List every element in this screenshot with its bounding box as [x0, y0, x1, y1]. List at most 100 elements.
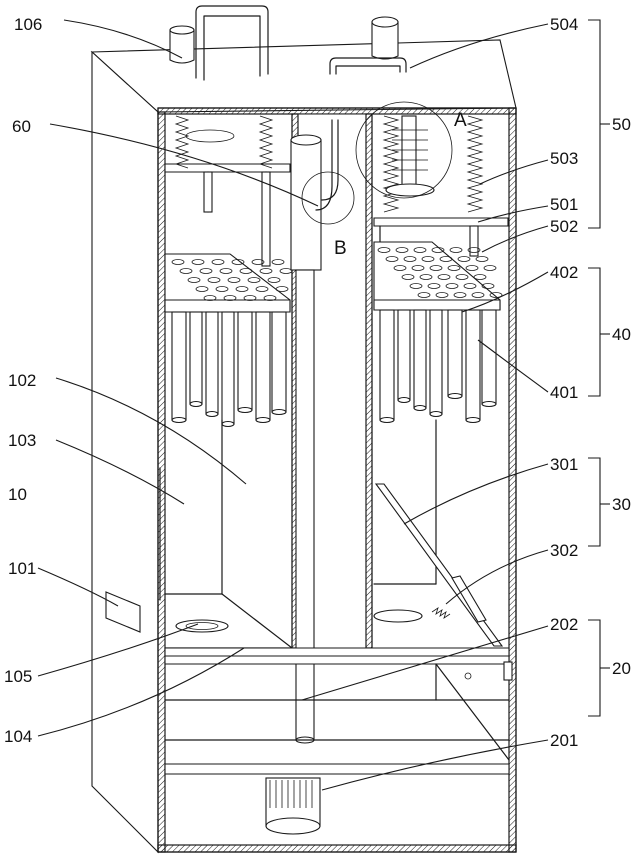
label-101: 101 — [8, 559, 36, 578]
housing-front-right-wall — [508, 107, 517, 853]
plate-hole — [427, 283, 441, 289]
filter-tube-end — [429, 410, 443, 418]
right-filter-tubes-401 — [379, 309, 497, 424]
plate-hole — [255, 286, 269, 292]
plate-hole — [259, 268, 273, 274]
left-springs — [174, 115, 274, 169]
plate-hole — [219, 268, 233, 274]
filter-tube-end — [397, 396, 411, 404]
plate-hole — [401, 274, 415, 280]
plate-hole — [395, 247, 409, 253]
plate-hole — [475, 256, 489, 262]
plate-hole — [449, 247, 463, 253]
plate-hole — [271, 259, 285, 265]
detail-circle-B — [301, 171, 355, 225]
plate-hole — [445, 283, 459, 289]
right-spring-plate-501 — [373, 217, 509, 257]
housing-front-left-wall — [157, 111, 166, 853]
filter-tube — [237, 311, 253, 411]
plate-hole — [453, 292, 467, 298]
filter-tube — [271, 311, 287, 413]
label-401: 401 — [550, 383, 578, 402]
plate-hole — [429, 265, 443, 271]
label-B: B — [334, 238, 347, 259]
filter-tube-end — [237, 406, 253, 414]
label-201: 201 — [550, 731, 578, 750]
filter-tube — [481, 309, 497, 405]
reference-labels: 106 504 60 A 50 503 501 B 502 402 40 401… — [4, 15, 631, 750]
plate-hole — [179, 268, 193, 274]
filter-tube — [221, 311, 235, 425]
plate-hole — [263, 295, 277, 301]
label-60: 60 — [12, 117, 31, 136]
filter-tube-end — [189, 400, 203, 408]
label-502: 502 — [550, 217, 578, 236]
label-501: 501 — [550, 195, 578, 214]
plate-hole — [211, 259, 225, 265]
plate-hole — [471, 292, 485, 298]
filter-tube-end — [413, 404, 427, 412]
drain-hole-105 — [175, 619, 229, 633]
filter-tube — [413, 309, 427, 409]
filter-tube — [397, 309, 411, 401]
label-40: 40 — [612, 325, 631, 344]
left-chamber-wall — [164, 419, 293, 649]
plate-hole — [195, 286, 209, 292]
plate-hole — [251, 259, 265, 265]
outlet-pipe-504 — [329, 16, 407, 75]
filter-tube — [379, 309, 395, 421]
plate-hole — [235, 286, 249, 292]
filter-tube-end — [205, 410, 219, 418]
left-filter-tubes — [171, 311, 287, 428]
filter-tube-end — [481, 400, 497, 408]
label-503: 503 — [550, 149, 578, 168]
plate-hole — [279, 268, 293, 274]
plate-hole — [463, 283, 477, 289]
filter-tube — [429, 309, 443, 415]
filter-tube-end — [379, 416, 395, 424]
label-504: 504 — [550, 15, 578, 34]
pump-201 — [265, 777, 321, 835]
plate-hole — [455, 274, 469, 280]
label-105: 105 — [4, 667, 32, 686]
label-30: 30 — [612, 495, 631, 514]
plate-hole — [223, 295, 237, 301]
plate-hole — [447, 265, 461, 271]
central-pipe-202 — [290, 119, 339, 744]
label-103: 103 — [8, 431, 36, 450]
label-106: 106 — [14, 15, 42, 34]
plate-hole — [489, 292, 503, 298]
plate-hole — [483, 265, 497, 271]
plate-hole — [275, 286, 289, 292]
housing-10 — [90, 39, 517, 854]
filter-tube — [255, 311, 271, 421]
plate-hole — [481, 283, 495, 289]
label-50: 50 — [612, 115, 631, 134]
plate-hole — [215, 286, 229, 292]
plate-hole — [203, 295, 217, 301]
lower-chamber-20 — [164, 647, 513, 775]
left-filter-plate — [164, 253, 293, 313]
label-302: 302 — [550, 541, 578, 560]
filter-tube-end — [271, 408, 287, 416]
filter-tube — [171, 311, 187, 421]
plate-hole — [413, 247, 427, 253]
plate-hole — [191, 259, 205, 265]
plate-hole — [421, 256, 435, 262]
label-402: 402 — [550, 263, 578, 282]
plate-hole — [187, 277, 201, 283]
label-10: 10 — [8, 485, 27, 504]
label-A: A — [454, 110, 467, 131]
plate-hole — [239, 268, 253, 274]
filter-tube — [189, 311, 203, 405]
plate-hole — [393, 265, 407, 271]
filter-tube — [205, 311, 219, 415]
label-301: 301 — [550, 455, 578, 474]
plate-hole — [403, 256, 417, 262]
leader-lines — [37, 19, 549, 791]
filter-tube — [447, 309, 463, 397]
filter-tube-end — [171, 416, 187, 424]
plate-hole — [435, 292, 449, 298]
